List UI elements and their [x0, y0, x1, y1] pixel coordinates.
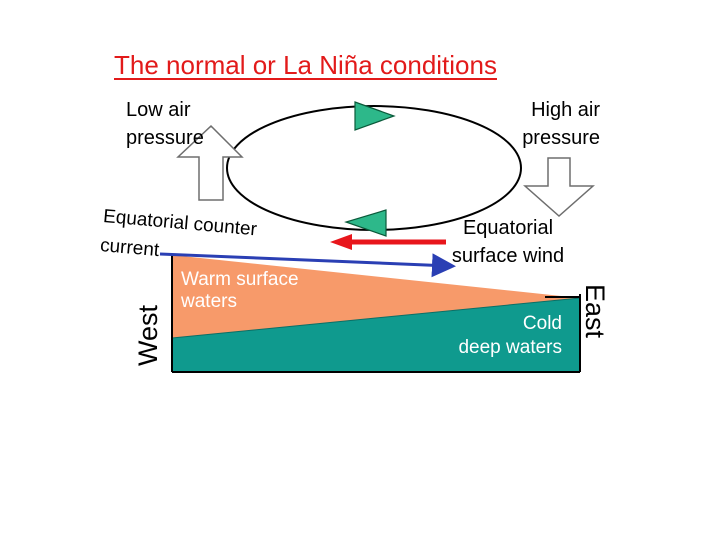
cold-deep-water	[172, 298, 580, 372]
surface-wind-arrow-icon	[330, 234, 446, 250]
low-pressure-up-arrow-icon	[176, 124, 244, 201]
top-arrowhead-icon	[354, 101, 396, 131]
ocean-section	[171, 255, 581, 373]
west-label: West	[133, 304, 163, 366]
warm-waters-label: Warm surface waters	[181, 269, 299, 312]
high-pressure-down-arrow-icon	[523, 157, 595, 218]
low-pressure-label: Low air pressure	[126, 99, 204, 149]
high-pressure-label: High air pressure	[522, 99, 600, 149]
surface-wind-label: Equatorial surface wind	[451, 217, 565, 267]
counter-current-label-line2: current	[99, 235, 161, 262]
counter-current-arrow-icon	[159, 252, 456, 278]
bottom-arrowhead-icon	[344, 209, 387, 237]
diagram-title: The normal or La Niña conditions	[114, 50, 497, 80]
circulation-loop	[226, 105, 522, 231]
east-label: East	[580, 284, 610, 339]
cold-waters-label: Cold deep waters	[458, 313, 562, 358]
warm-surface-water	[172, 255, 580, 338]
thermocline-line	[171, 297, 581, 339]
